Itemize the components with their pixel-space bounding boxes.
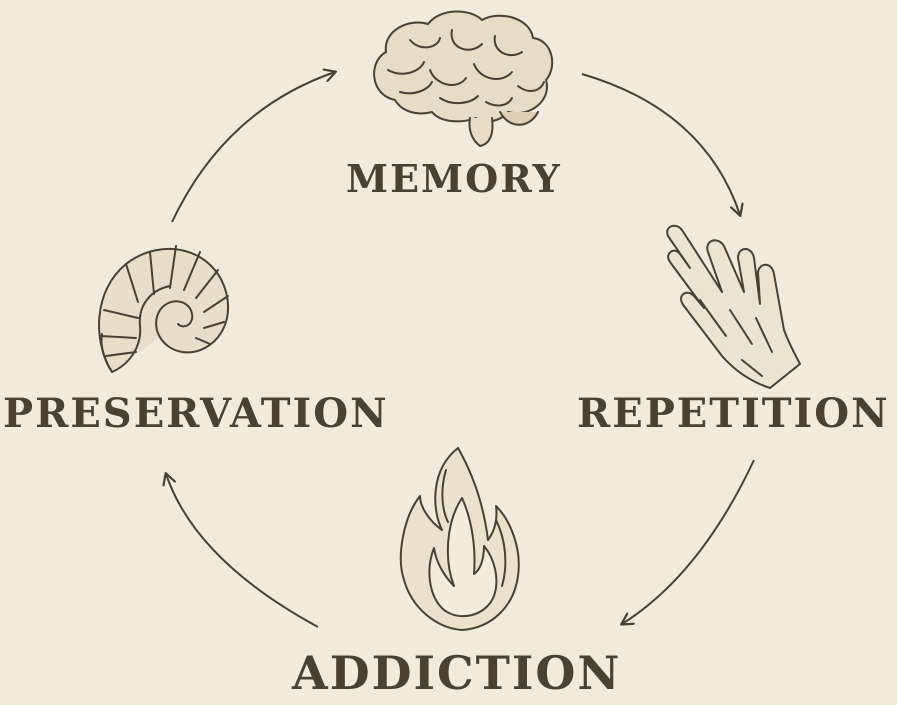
praying-hands-icon xyxy=(666,224,801,389)
brain-icon xyxy=(373,10,554,148)
arrow-addiction-to-preservation xyxy=(166,474,319,628)
node-label-preservation: PRESERVATION xyxy=(3,390,389,437)
arrow-preservation-to-memory xyxy=(171,72,335,223)
arrow-memory-to-repetition xyxy=(581,73,740,215)
node-label-memory: MEMORY xyxy=(346,156,562,201)
node-label-addiction: ADDICTION xyxy=(292,646,622,700)
nautilus-shell-icon xyxy=(98,245,229,373)
node-label-repetition: REPETITION xyxy=(577,390,890,437)
arrow-repetition-to-addiction xyxy=(622,459,755,624)
flame-icon xyxy=(399,447,520,631)
